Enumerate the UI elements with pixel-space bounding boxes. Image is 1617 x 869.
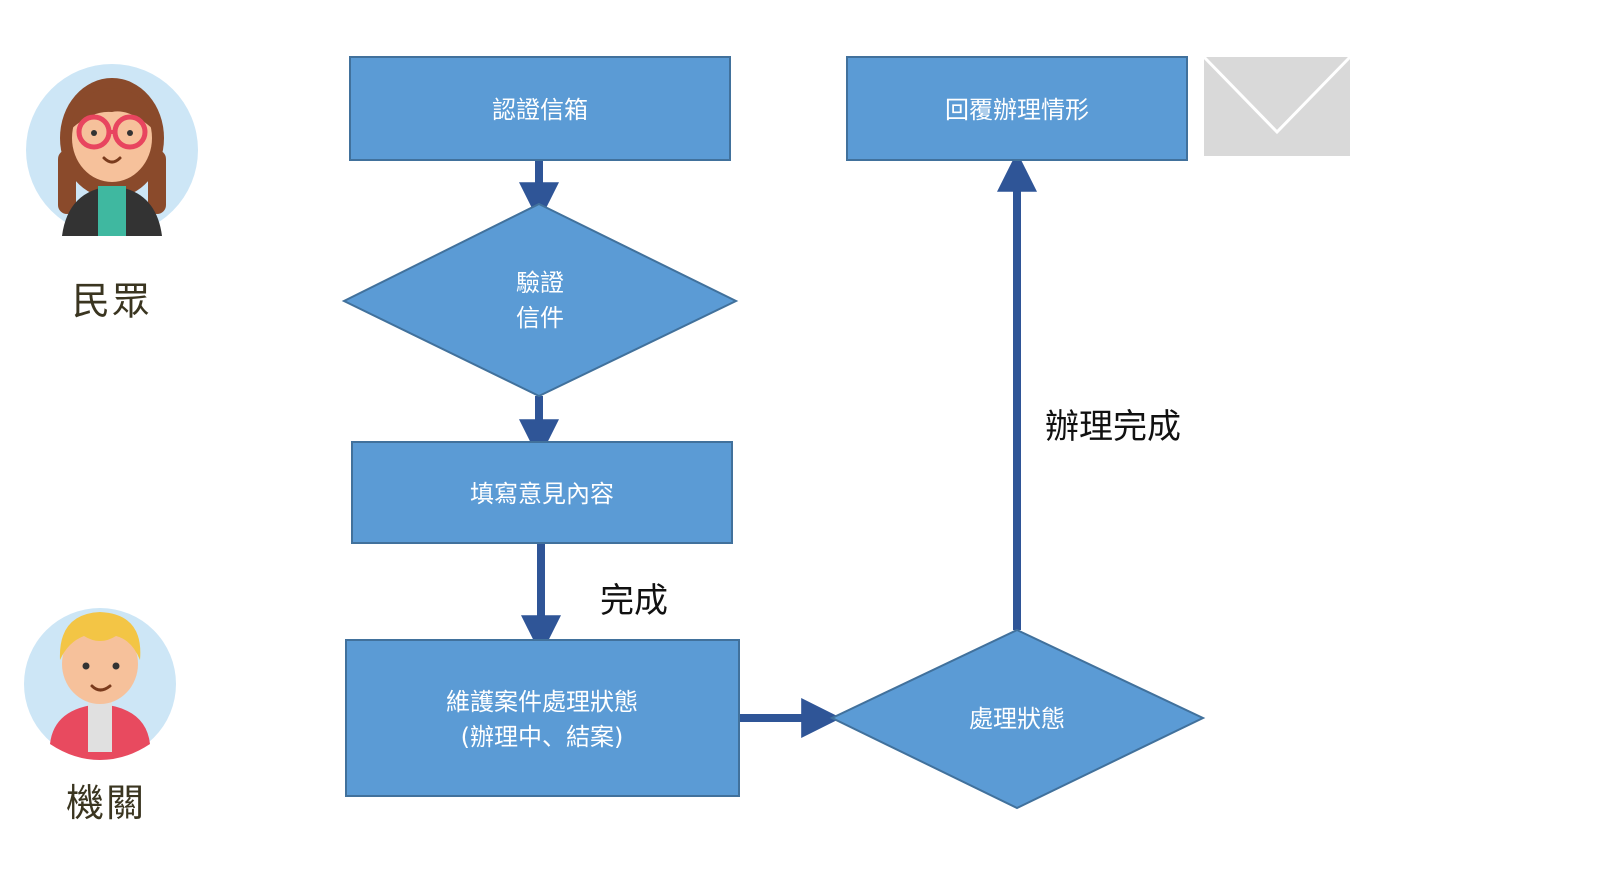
node-certify-mailbox-label: 認證信箱 — [492, 96, 588, 124]
node-maintain-status-label-line2: (辦理中、結案) — [461, 723, 624, 751]
edge-label-handling-complete: 辦理完成 — [1045, 407, 1181, 447]
node-processing-status-label: 處理狀態 — [969, 705, 1065, 733]
node-reply-result: 回覆辦理情形 — [846, 56, 1188, 161]
role-label-agency: 機關 — [65, 781, 146, 825]
agency-avatar — [24, 608, 176, 760]
node-maintain-status-label-line1: 維護案件處理狀態 — [446, 688, 638, 716]
node-reply-result-label: 回覆辦理情形 — [945, 96, 1089, 124]
node-certify-mailbox: 認證信箱 — [349, 56, 731, 161]
role-label-citizen: 民眾 — [71, 279, 152, 323]
envelope-icon — [1202, 55, 1352, 156]
node-verify-letter-label-line2: 信件 — [516, 304, 564, 332]
node-maintain-status: 維護案件處理狀態 (辦理中、結案) — [345, 639, 740, 797]
node-verify-letter-label-line1: 驗證 — [516, 269, 564, 297]
edge-label-complete: 完成 — [600, 581, 668, 621]
node-verify-letter: 驗證 信件 — [341, 202, 739, 398]
node-fill-opinion-label: 填寫意見內容 — [470, 480, 614, 508]
citizen-avatar — [26, 64, 198, 236]
node-fill-opinion: 填寫意見內容 — [351, 441, 733, 544]
node-processing-status: 處理狀態 — [829, 628, 1206, 810]
